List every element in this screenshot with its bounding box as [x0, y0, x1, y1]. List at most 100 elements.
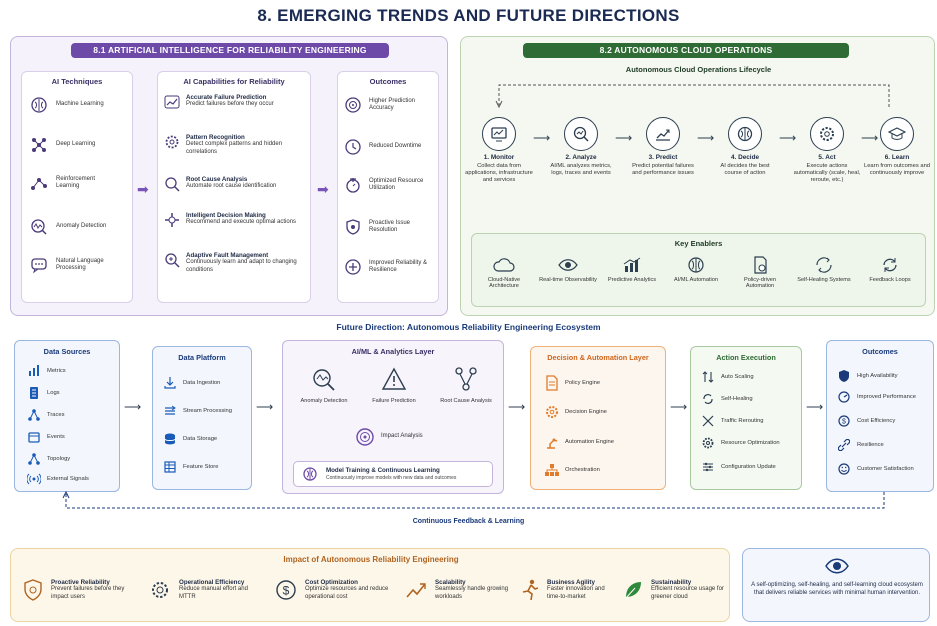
arrow-right-icon: ⟶: [670, 400, 688, 414]
eye-icon: [825, 557, 849, 580]
enabler-item: Policy-driven Automation: [730, 256, 790, 290]
summary-box: A self-optimizing, self-healing, and sel…: [742, 548, 930, 622]
eco-outcome-label: Customer Satisfaction: [857, 466, 914, 472]
action-item: Self-Healing: [701, 393, 753, 405]
topology-icon: [27, 453, 41, 465]
chart-icon: [164, 94, 180, 110]
eye-icon: [538, 256, 598, 277]
enabler-item: Self-Healing Systems: [794, 256, 854, 283]
shield-icon: [23, 579, 43, 601]
source-label: Events: [47, 434, 65, 440]
brain-icon: [302, 466, 318, 482]
impact-item-desc: Seamlessly handle growing workloads: [435, 586, 509, 600]
platform-label: Feature Store: [183, 464, 219, 470]
eco-outcome-label: Resilience: [857, 442, 884, 448]
brain-icon: [666, 256, 726, 277]
impact-item-desc: Optimize resources and reduce operationa…: [305, 586, 389, 600]
training-title: Model Training & Continuous Learning: [326, 467, 440, 475]
arrow-right-icon: ⟶: [697, 131, 715, 145]
anomaly-icon: [289, 367, 359, 394]
stage-learn: 6. Learn Learn from outcomes and continu…: [863, 117, 931, 177]
eco-outcomes-title: Outcomes: [862, 347, 898, 356]
arrow-right-icon: ⟶: [124, 400, 142, 414]
decision-icon: [164, 212, 180, 228]
arrow-right-icon: ➡: [137, 181, 149, 197]
eco-outcomes-box: Outcomes High Availability Improved Perf…: [826, 340, 934, 492]
ai-outcomes-box: Outcomes Higher Prediction Accuracy Redu…: [337, 71, 439, 303]
technique-label: Natural Language Processing: [56, 257, 104, 272]
robot-arm-icon: [545, 435, 559, 449]
dollar-icon: $: [275, 579, 297, 601]
data-sources-box: Data Sources Metrics Logs Traces Events …: [14, 340, 120, 492]
anomaly-icon: [30, 218, 48, 236]
outcome-label: Optimized Resource Utilization: [369, 177, 424, 192]
enabler-item: AI/ML Automation: [666, 256, 726, 283]
arrow-right-icon: ⟶: [533, 131, 551, 145]
smile-icon: [837, 463, 851, 475]
enabler-label: Real-time Observability: [539, 276, 597, 283]
heal-icon: [794, 256, 854, 277]
arrow-right-icon: ⟶: [806, 400, 824, 414]
enabler-item: Real-time Observability: [538, 256, 598, 283]
decision-label: Orchestration: [565, 467, 600, 473]
impact-panel: Impact of Autonomous Reliability Enginee…: [10, 548, 730, 622]
aiml-item: Root Cause Analysis: [429, 367, 503, 404]
warning-icon: [359, 367, 429, 394]
source-item: Logs: [27, 387, 60, 399]
cloud-panel-header: 8.2 AUTONOMOUS CLOUD OPERATIONS: [523, 43, 849, 58]
enabler-item: Cloud-Native Architecture: [474, 256, 534, 290]
enabler-label: Cloud-Native Architecture: [487, 276, 521, 290]
key-enablers-box: Key Enablers Cloud-Native Architecture R…: [471, 233, 926, 307]
eco-outcome-item: Resilience: [837, 439, 884, 451]
data-platform-box: Data Platform Data Ingestion Stream Proc…: [152, 346, 252, 490]
enabler-label: AI/ML Automation: [674, 276, 718, 283]
ai-panel-header: 8.1 ARTIFICIAL INTELLIGENCE FOR RELIABIL…: [71, 43, 389, 58]
technique-item: Reinforcement Learning: [30, 174, 130, 192]
impact-item-desc: Reduce manual effort and MTTR: [179, 586, 248, 600]
enabler-item: Feedback Loops: [860, 256, 920, 283]
outcome-item: Optimized Resource Utilization: [344, 176, 438, 194]
shield-icon: [837, 369, 851, 382]
source-label: Traces: [47, 412, 65, 418]
decision-item: Policy Engine: [545, 375, 600, 391]
capability-title: Pattern Recognition: [186, 134, 245, 141]
stage-desc: Execute actions automatically (scale, he…: [793, 163, 861, 184]
outcome-label: Higher Prediction Accuracy: [369, 97, 416, 112]
aiml-label: Impact Analysis: [381, 433, 423, 440]
decision-layer-title: Decision & Automation Layer: [547, 353, 649, 362]
graduation-icon: [880, 117, 914, 151]
outcome-label: Improved Reliability & Resilience: [369, 259, 428, 274]
capability-title: Accurate Failure Prediction: [186, 94, 267, 101]
stage-analyze: 2. Analyze AI/ML analyzes metrics, logs,…: [547, 117, 615, 177]
impact-item-title: Sustainability: [651, 579, 692, 586]
stage-name: 5. Act: [818, 154, 836, 161]
ai-outcomes-title: Outcomes: [369, 77, 407, 86]
target-icon: [355, 427, 375, 447]
config-icon: [701, 461, 715, 473]
search-icon: [164, 176, 180, 192]
key-enablers-title: Key Enablers: [674, 239, 723, 248]
outcome-item: Higher Prediction Accuracy: [344, 96, 436, 114]
eco-outcome-item: Customer Satisfaction: [837, 463, 914, 475]
root-cause-icon: [429, 367, 503, 394]
decision-item: Automation Engine: [545, 435, 614, 449]
feedback-loop-line: [62, 490, 885, 509]
feature-store-icon: [163, 461, 177, 473]
aiml-item: Impact Analysis: [355, 427, 423, 447]
clock-icon: [344, 138, 362, 156]
analyze-icon: [564, 117, 598, 151]
traces-icon: [27, 409, 41, 421]
data-platform-title: Data Platform: [178, 353, 226, 362]
enabler-label: Feedback Loops: [869, 276, 911, 283]
reroute-icon: [701, 415, 715, 427]
platform-item: Data Storage: [163, 433, 217, 445]
decision-label: Policy Engine: [565, 380, 601, 386]
brain-icon: [728, 117, 762, 151]
cloud-ops-panel: 8.2 AUTONOMOUS CLOUD OPERATIONS Autonomo…: [460, 36, 935, 316]
source-label: External Signals: [47, 476, 89, 482]
arrow-right-icon: ➡: [317, 181, 329, 197]
svg-text:$: $: [842, 419, 846, 426]
